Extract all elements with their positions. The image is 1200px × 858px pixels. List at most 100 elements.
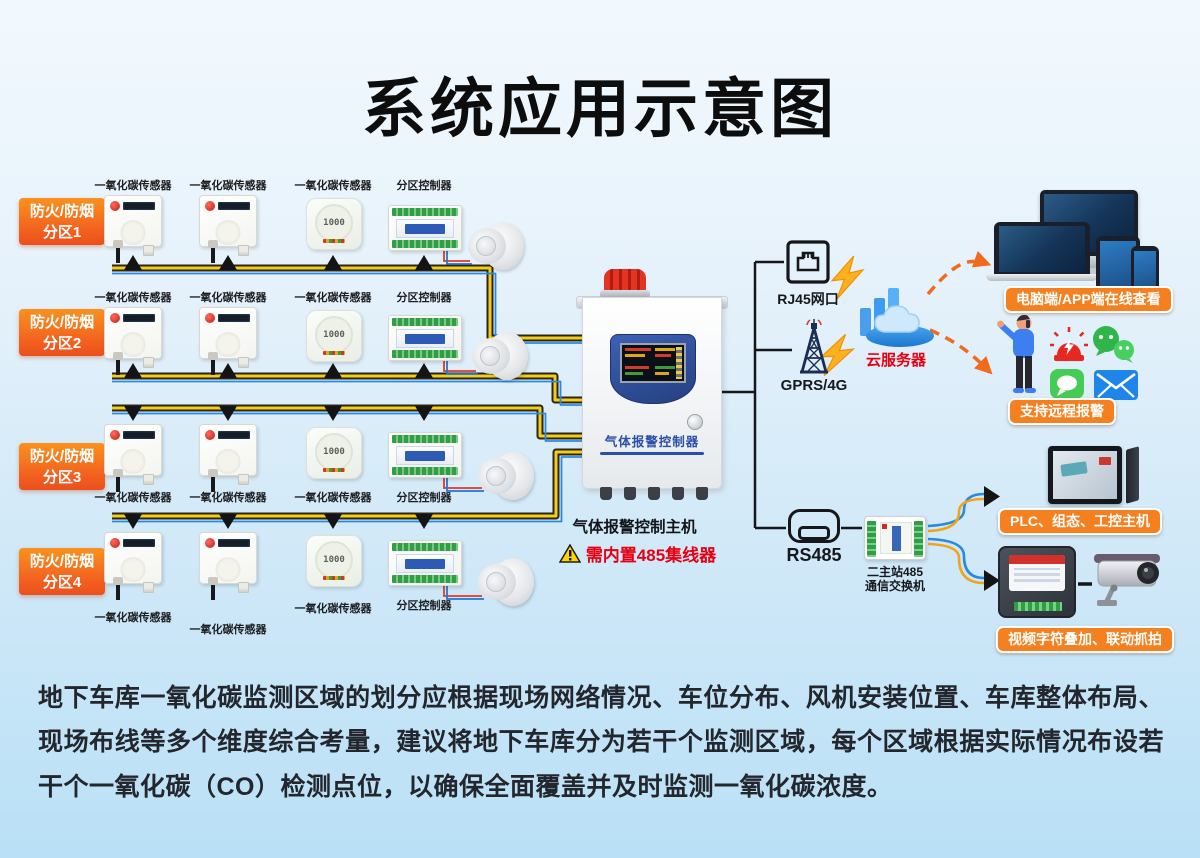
co-sensor bbox=[199, 195, 257, 263]
sensor-vent bbox=[143, 357, 154, 368]
switch-wires bbox=[927, 492, 985, 585]
zone-controller-device bbox=[388, 315, 462, 361]
cabinet-caption: 气体报警控制主机 bbox=[572, 519, 697, 536]
screen-readout bbox=[625, 366, 649, 369]
zone-badge-1: 防火/防烟 分区1 bbox=[19, 198, 105, 245]
mail-icon bbox=[1094, 370, 1138, 400]
duct-fan bbox=[472, 332, 528, 380]
terminal-strip bbox=[914, 521, 923, 557]
video-badge: 视频字符叠加、联动抓拍 bbox=[996, 626, 1174, 653]
switch-label-line1: 二主站485 bbox=[866, 565, 924, 579]
sensor-display-bar bbox=[218, 539, 250, 547]
page-title: 系统应用示意图 bbox=[362, 73, 838, 145]
laptop-base bbox=[986, 274, 1098, 281]
cabinet-glands bbox=[600, 487, 708, 500]
terminal-strip bbox=[392, 543, 458, 551]
sensor-vent bbox=[143, 582, 154, 593]
cabinet-model-label: 气体报警控制器 bbox=[604, 435, 700, 449]
screen-readout bbox=[655, 354, 671, 357]
terminal-strip bbox=[392, 208, 458, 216]
terminal-strip bbox=[392, 467, 458, 475]
controller-label: 分区控制器 bbox=[396, 600, 452, 612]
sensor-dial: 1000 bbox=[315, 316, 353, 354]
co-sensor bbox=[199, 307, 257, 375]
sensor-window bbox=[120, 557, 146, 582]
sensor-logo bbox=[110, 313, 120, 323]
sensor-label: 一氧化碳传感器 bbox=[189, 624, 267, 636]
sensor-display-bar bbox=[218, 314, 250, 322]
zone-badge-line2: 分区3 bbox=[42, 468, 82, 486]
co-sensor-round: 1000 bbox=[306, 427, 362, 479]
warning-text: 需内置485集线器 bbox=[585, 546, 717, 565]
sensor-vent bbox=[238, 357, 249, 368]
switch-label-line2: 通信交换机 bbox=[864, 579, 925, 593]
remote-alarm-badge: 支持远程报警 bbox=[1008, 398, 1116, 425]
screen-readout bbox=[625, 348, 651, 351]
sensor-label: 一氧化碳传感器 bbox=[94, 612, 172, 624]
screen-readout bbox=[625, 354, 645, 357]
sensor-window bbox=[120, 449, 146, 474]
screen-readout bbox=[655, 366, 675, 369]
rj45-icon bbox=[786, 240, 830, 284]
fan-hub bbox=[476, 236, 496, 256]
terminal-strip bbox=[392, 318, 458, 326]
sensor-display-bar bbox=[123, 314, 155, 322]
sensor-logo bbox=[205, 201, 215, 211]
laptop bbox=[994, 222, 1090, 274]
industrial-panel-side bbox=[1126, 446, 1139, 504]
sensor-vent bbox=[143, 474, 154, 485]
cabinet-knob bbox=[687, 414, 703, 430]
alarm-beacon-base bbox=[600, 290, 650, 298]
zone-badge-line1: 防火/防烟 bbox=[29, 202, 95, 220]
sensor-probe bbox=[208, 577, 218, 600]
controller-label: 分区控制器 bbox=[396, 180, 452, 192]
sensor-display-bar bbox=[123, 431, 155, 439]
sensor-window bbox=[215, 449, 241, 474]
controller-panel bbox=[396, 554, 454, 573]
co-sensor bbox=[199, 532, 257, 600]
zone-controller-device bbox=[388, 540, 462, 586]
video-overlay-device bbox=[998, 546, 1076, 618]
sensor-dial: 1000 bbox=[315, 204, 353, 242]
device-label-card bbox=[1009, 555, 1065, 591]
sensor-probe bbox=[113, 352, 123, 375]
sensor-label: 一氧化碳传感器 bbox=[94, 292, 172, 304]
sensor-window bbox=[215, 332, 241, 357]
zone-controller-device bbox=[388, 205, 462, 251]
sensor-label: 一氧化碳传感器 bbox=[94, 492, 172, 504]
sensor-reading: 1000 bbox=[323, 330, 345, 340]
screen-readout bbox=[625, 372, 643, 375]
duct-fan bbox=[478, 558, 534, 606]
sensor-leds bbox=[323, 468, 345, 472]
sensor-probe bbox=[113, 577, 123, 600]
sensor-probe bbox=[113, 240, 123, 263]
controller-panel bbox=[396, 329, 454, 348]
lightning-icons bbox=[819, 255, 865, 377]
sensor-vent bbox=[143, 245, 154, 256]
sensor-logo bbox=[110, 538, 120, 548]
co-sensor bbox=[104, 532, 162, 600]
alarm-beacon bbox=[604, 269, 646, 292]
cloud-server-label: 云服务器 bbox=[865, 352, 926, 369]
fan-hub bbox=[486, 466, 506, 486]
sensor-vent bbox=[238, 474, 249, 485]
cabinet-screen bbox=[620, 343, 686, 383]
controller-panel bbox=[396, 219, 454, 238]
co-sensor bbox=[104, 195, 162, 263]
sensor-leds bbox=[323, 239, 345, 243]
zone-badge-line1: 防火/防烟 bbox=[29, 447, 95, 465]
fan-hub bbox=[486, 572, 506, 592]
online-view-badge: 电脑端/APP端在线查看 bbox=[1004, 286, 1173, 313]
duct-fan bbox=[468, 222, 524, 270]
terminal-strip bbox=[392, 240, 458, 248]
cabinet-divider bbox=[600, 452, 704, 455]
co-sensor bbox=[104, 424, 162, 492]
zone-badge-2: 防火/防烟 分区2 bbox=[19, 309, 105, 356]
sensor-label: 一氧化碳传感器 bbox=[294, 492, 372, 504]
zone-badge-line1: 防火/防烟 bbox=[29, 313, 95, 331]
sensor-label: 一氧化碳传感器 bbox=[294, 603, 372, 615]
warning-triangle-icon bbox=[558, 544, 581, 563]
sensor-dial: 1000 bbox=[315, 433, 353, 471]
sensor-display-bar bbox=[123, 202, 155, 210]
co-sensor-round: 1000 bbox=[306, 198, 362, 250]
